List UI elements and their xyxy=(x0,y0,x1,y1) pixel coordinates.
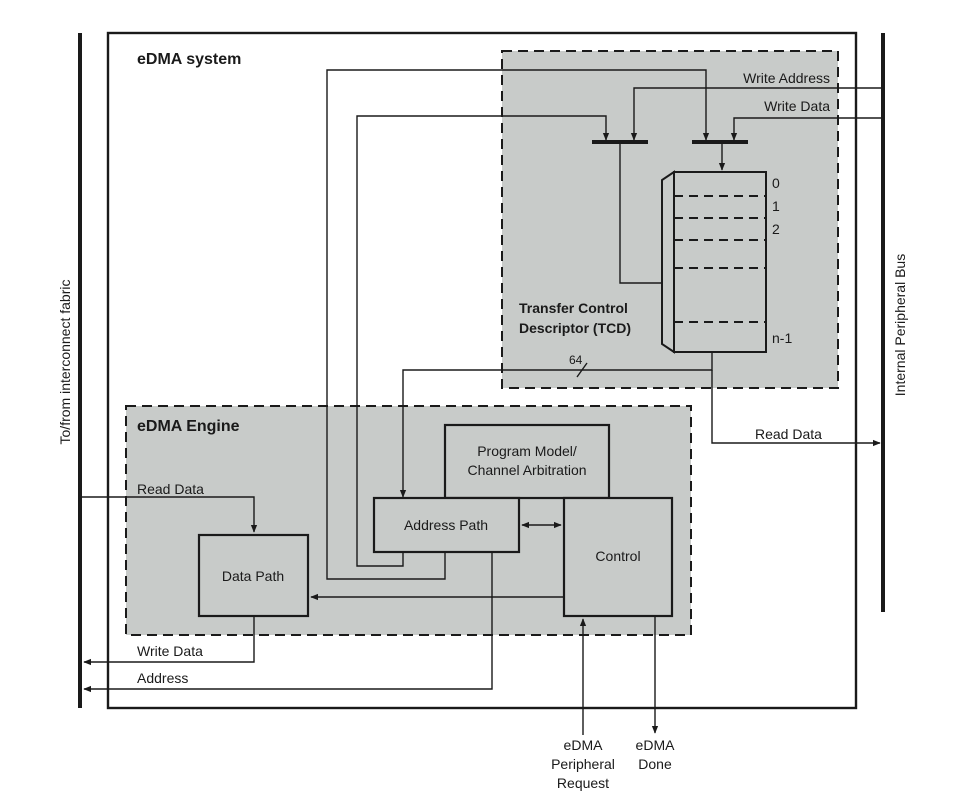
done-line1: eDMA xyxy=(636,737,676,753)
periph-request-line3: Request xyxy=(557,775,609,791)
bus-width-label: 64 xyxy=(569,353,583,367)
write-address-label: Write Address xyxy=(743,70,830,86)
bus-width-slash xyxy=(576,362,588,378)
read-data-in-line xyxy=(80,496,258,533)
tcd-side-bevel xyxy=(661,170,675,354)
tcd-reg-label: 2 xyxy=(772,221,780,237)
edma-system-title: eDMA system xyxy=(137,51,241,68)
data-path-label: Data Path xyxy=(222,568,284,584)
address-path-label: Address Path xyxy=(404,517,488,533)
tcd-reg-label: n-1 xyxy=(772,330,792,346)
periph-request-line1: eDMA xyxy=(564,737,604,753)
address-feedback-inner-line xyxy=(356,115,610,567)
tcd-title-line1: Transfer Control xyxy=(519,300,628,316)
program-model-line2: Channel Arbitration xyxy=(467,462,586,478)
write-data-out-line xyxy=(83,616,255,666)
program-model-line1: Program Model/ xyxy=(477,443,577,459)
write-data-line xyxy=(730,117,883,141)
read-data-to-peripheral-bus-line xyxy=(711,370,881,447)
control-label: Control xyxy=(595,548,640,564)
write-data-label: Write Data xyxy=(764,98,830,114)
tcd-register-stack xyxy=(673,171,767,353)
right-bus-label: Internal Peripheral Bus xyxy=(892,254,908,396)
tcd-reg-label: 1 xyxy=(772,198,780,214)
control-block xyxy=(562,496,674,618)
address-feedback-outer-line xyxy=(326,69,710,580)
program-model-block xyxy=(443,423,611,500)
write-address-line xyxy=(630,87,883,141)
read-data-right-label: Read Data xyxy=(755,426,822,442)
tcd-reg-label: 0 xyxy=(772,175,780,191)
tcd-title-line2: Descriptor (TCD) xyxy=(519,320,631,336)
address-out-line xyxy=(83,552,493,693)
read-data-left-label: Read Data xyxy=(137,481,204,497)
edma-system-boundary xyxy=(106,31,858,710)
tcd-to-address-path-line xyxy=(399,352,713,498)
write-data-out-label: Write Data xyxy=(137,643,203,659)
done-line2: Done xyxy=(638,756,672,772)
edma-engine-title: eDMA Engine xyxy=(137,418,240,435)
left-bus-label: To/from interconnect fabric xyxy=(57,280,73,445)
address-mux-to-tcd-line xyxy=(619,144,675,287)
address-path-block xyxy=(372,496,521,554)
periph-request-line2: Peripheral xyxy=(551,756,615,772)
address-out-label: Address xyxy=(137,670,188,686)
